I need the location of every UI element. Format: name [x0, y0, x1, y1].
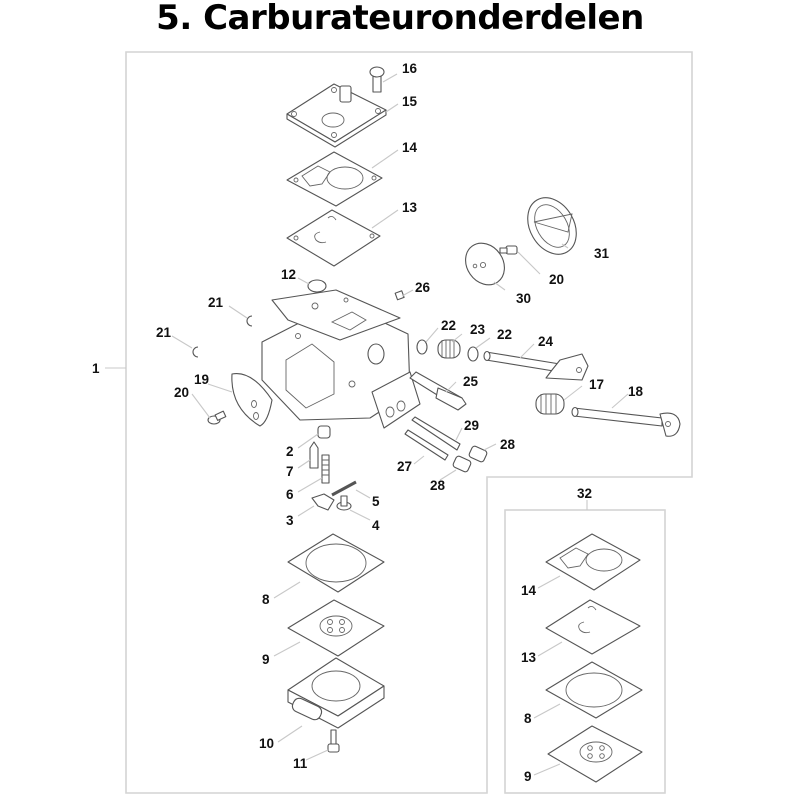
- part-9-diaphragm: [287, 599, 385, 657]
- part-21-circlip-a: [246, 315, 253, 327]
- part-16-screw: [369, 66, 385, 93]
- part-4-screw: [336, 495, 352, 511]
- kit-callout-9: 9: [524, 769, 532, 784]
- part-2-inlet-seat: [317, 425, 331, 439]
- callout-22: 22: [497, 327, 512, 342]
- callout-14: 14: [402, 140, 418, 155]
- part-18-choke-shaft: [571, 406, 681, 437]
- callout-9: 9: [262, 652, 270, 667]
- callout-10: 10: [259, 736, 274, 751]
- part-22-washer-b: [467, 346, 479, 362]
- callout-5: 5: [372, 494, 380, 509]
- callout-17: 17: [589, 377, 604, 392]
- part-26-block: [394, 290, 405, 301]
- part-23-spring: [437, 339, 461, 359]
- part-10-metering-cover: [287, 657, 385, 729]
- part-17-spring: [535, 393, 565, 415]
- part-carburetor-body: [261, 289, 421, 429]
- kit-callout-14: 14: [521, 583, 537, 598]
- callout-30: 30: [516, 291, 531, 306]
- part-27-needle: [404, 429, 449, 461]
- callout-16: 16: [402, 61, 418, 76]
- part-7-needle: [309, 441, 319, 469]
- callout-20: 20: [549, 272, 564, 287]
- part-14-pump-gasket: [286, 151, 383, 207]
- part-30-choke-plate: [465, 242, 505, 286]
- part-11-screw: [327, 729, 340, 753]
- callout-25: 25: [463, 374, 479, 389]
- callout-22: 22: [441, 318, 456, 333]
- kit-part-8-gasket: [545, 661, 643, 719]
- part-12-plug: [307, 279, 327, 293]
- kit-callout-13: 13: [521, 650, 537, 665]
- part-20-screw-b: [499, 245, 518, 255]
- callout-24: 24: [538, 334, 554, 349]
- part-21-circlip-b: [192, 346, 199, 358]
- part-19-throttle-plate: [231, 372, 273, 427]
- main-assembly-frame: [125, 51, 693, 794]
- callout-21: 21: [156, 325, 172, 340]
- part-15-pump-cover: [286, 83, 387, 148]
- part-20-screw-a: [207, 410, 227, 425]
- callout-2: 2: [286, 444, 294, 459]
- kit-part-13-diaphragm: [545, 599, 641, 655]
- part-6-spring: [321, 454, 330, 484]
- leader-lines: [171, 73, 629, 776]
- callout-7: 7: [286, 464, 294, 479]
- callout-1: 1: [92, 361, 100, 376]
- callout-11: 11: [293, 756, 308, 771]
- kit-part-9-diaphragm: [547, 725, 643, 783]
- callout-19: 19: [194, 372, 209, 387]
- part-13-pump-diaphragm: [286, 209, 381, 267]
- kit-part-14-gasket: [545, 533, 641, 591]
- page-title: 5. Carburateuronderdelen: [156, 0, 644, 38]
- part-3-lever: [311, 493, 335, 511]
- callout-27: 27: [397, 459, 412, 474]
- callout-3: 3: [286, 513, 294, 528]
- part-8-gasket: [287, 533, 385, 593]
- callout-12: 12: [281, 267, 296, 282]
- kit-frame: [504, 509, 666, 794]
- callout-26: 26: [415, 280, 431, 295]
- part-5-pin: [331, 480, 357, 497]
- callout-8: 8: [262, 592, 270, 607]
- callout-18: 18: [628, 384, 644, 399]
- callout-32: 32: [577, 486, 592, 501]
- kit-callout-8: 8: [524, 711, 532, 726]
- callout-13: 13: [402, 200, 418, 215]
- callout-29: 29: [464, 418, 479, 433]
- callout-15: 15: [402, 94, 418, 109]
- part-29-needle: [411, 416, 461, 451]
- callout-21: 21: [208, 295, 224, 310]
- callout-20: 20: [174, 385, 189, 400]
- callout-28: 28: [500, 437, 516, 452]
- callout-28: 28: [430, 478, 446, 493]
- callout-6: 6: [286, 487, 294, 502]
- callout-23: 23: [470, 322, 486, 337]
- part-28-sleeve-a: [468, 445, 488, 463]
- callout-4: 4: [372, 518, 380, 533]
- callout-31: 31: [594, 246, 610, 261]
- part-24-throttle-shaft: [483, 350, 589, 381]
- part-31-choke-valve: [527, 197, 577, 255]
- part-22-washer-a: [416, 339, 428, 355]
- part-28-sleeve-b: [452, 455, 472, 473]
- part-25-adjust-screw: [409, 371, 467, 411]
